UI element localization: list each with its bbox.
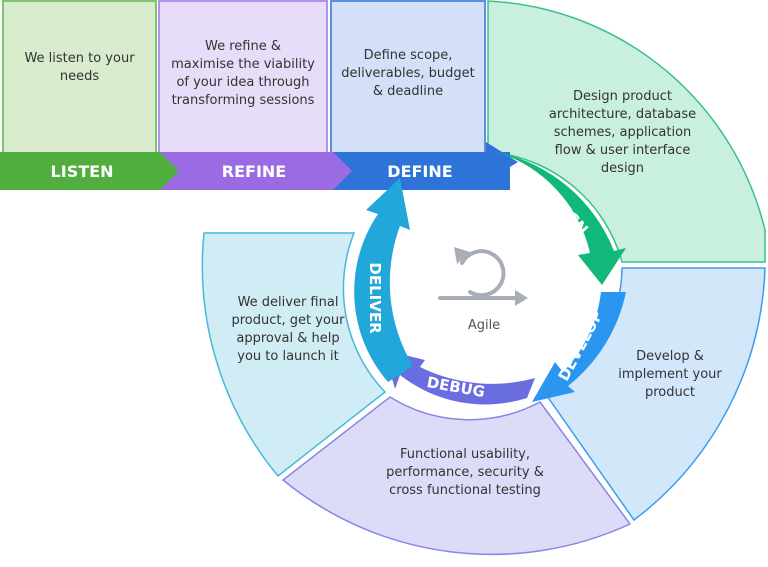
refine-desc-line: of your idea through [176,75,310,90]
debug-panel [281,396,632,556]
develop-desc-line: Develop & [636,349,704,364]
refine-desc-line: We refine & [205,39,281,54]
design-desc-line: Design product [572,89,673,104]
deliver-desc: We deliver final product, get your appro… [218,294,358,366]
listen-arrow [0,152,182,190]
define-box: Define scope, deliverables, budget & dea… [330,0,486,155]
listen-desc-line: needs [59,69,100,84]
deliver-desc-line: We deliver final [237,295,339,310]
define-desc-line: Define scope, [363,48,453,63]
deliver-desc-line: approval & help [236,331,340,346]
refine-box: We refine & maximise the viability of yo… [158,0,328,155]
refine-arrow [160,152,355,190]
deliver-ring-arrow [354,178,413,382]
listen-desc-line: We listen to your [24,51,135,66]
design-desc-line: architecture, database [548,107,697,122]
design-desc: Design product architecture, database sc… [540,88,705,178]
debug-ring-arrow [384,350,535,405]
develop-desc-line: product [644,385,695,400]
refine-label: REFINE [222,162,286,181]
debug-desc-line: cross functional testing [389,483,541,498]
design-panel [487,0,766,263]
define-label: DEFINE [387,162,452,181]
listen-box: We listen to your needs [2,0,157,155]
design-desc-line: design [600,161,645,176]
agile-loop-icon [438,247,528,306]
define-desc-line: deliverables, budget [341,66,475,81]
debug-desc-line: Functional usability, [400,447,530,462]
define-desc-line: & deadline [372,84,444,99]
develop-desc: Develop & implement your product [600,348,740,402]
listen-label: LISTEN [51,162,114,181]
define-arrow-head [486,142,518,182]
design-desc-line: flow & user interface [554,143,691,158]
design-ring-arrow [497,152,626,285]
refine-desc-line: maximise the viability [171,57,315,72]
debug-desc: Functional usability, performance, secur… [365,446,565,500]
deliver-desc-line: you to launch it [237,349,339,364]
deliver-label: DELIVER [366,262,384,334]
define-arrow [333,152,510,190]
develop-ring-arrow [532,292,626,402]
develop-desc-line: implement your [618,367,722,382]
design-desc-line: schemes, application [553,125,692,140]
deliver-desc-line: product, get your [231,313,345,328]
center-label: Agile [468,318,500,333]
refine-desc-line: transforming sessions [171,93,315,108]
deliver-panel [201,232,387,478]
debug-desc-line: performance, security & [386,465,544,480]
